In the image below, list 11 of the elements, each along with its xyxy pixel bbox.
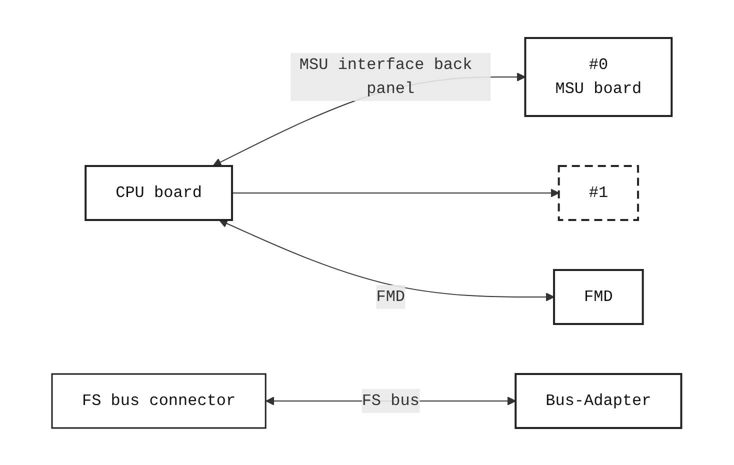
node-box: #1 <box>558 164 640 220</box>
arrow <box>219 218 555 301</box>
edge-label: FMD <box>376 288 406 306</box>
edge-label: FS bus <box>362 392 420 410</box>
arrow <box>232 188 560 197</box>
node-box: Bus-Adapter <box>515 372 683 428</box>
node-box: CPU board <box>84 164 234 220</box>
node-box: FMD <box>553 268 644 324</box>
edge-label: MSU interface back panel <box>300 56 473 98</box>
node-box: FS bus connector <box>52 372 267 428</box>
node-box: #0 MSU board <box>524 36 674 116</box>
